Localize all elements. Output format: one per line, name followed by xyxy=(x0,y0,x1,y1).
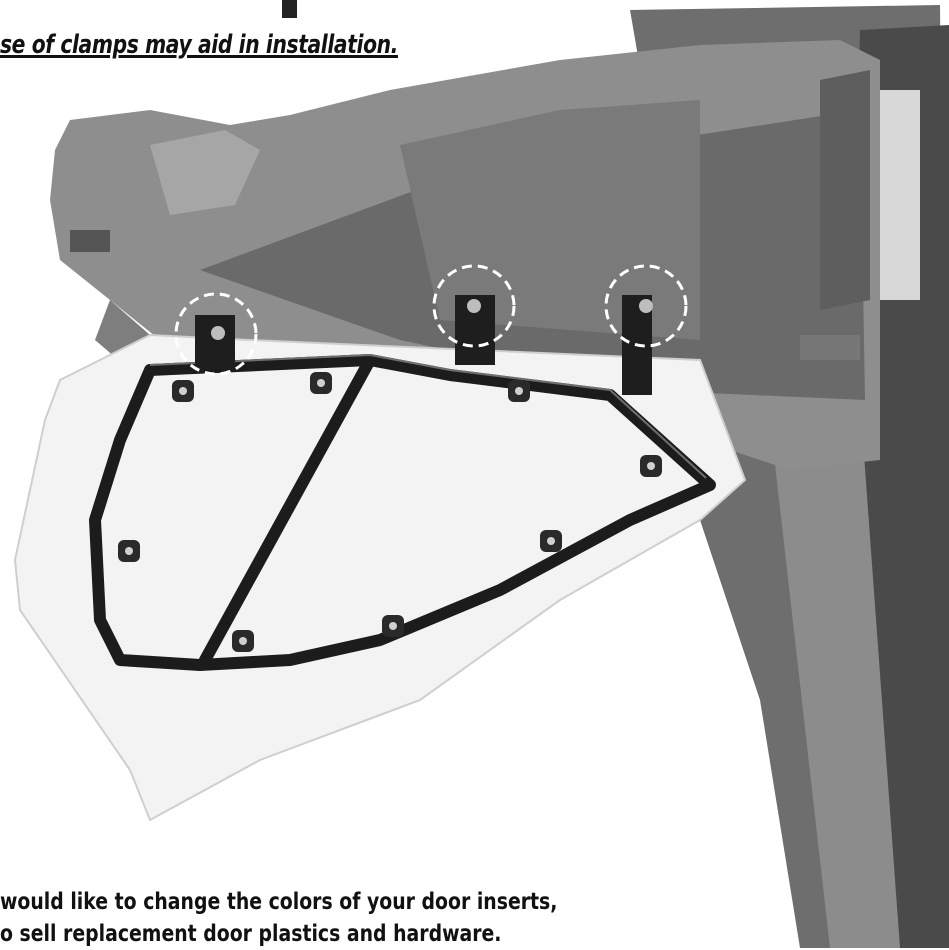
door-insert xyxy=(13,333,747,822)
caption-bottom-line-1: would like to change the colors of your … xyxy=(0,889,558,915)
instruction-caption-top: se of clamps may aid in installation. xyxy=(0,30,398,60)
pointer-bar xyxy=(282,0,297,18)
caption-bottom-line-2: o sell replacement door plastics and har… xyxy=(0,921,502,947)
highlight-circles xyxy=(174,264,688,376)
instruction-caption-bottom: would like to change the colors of your … xyxy=(0,886,557,950)
tube-frame xyxy=(89,354,716,671)
